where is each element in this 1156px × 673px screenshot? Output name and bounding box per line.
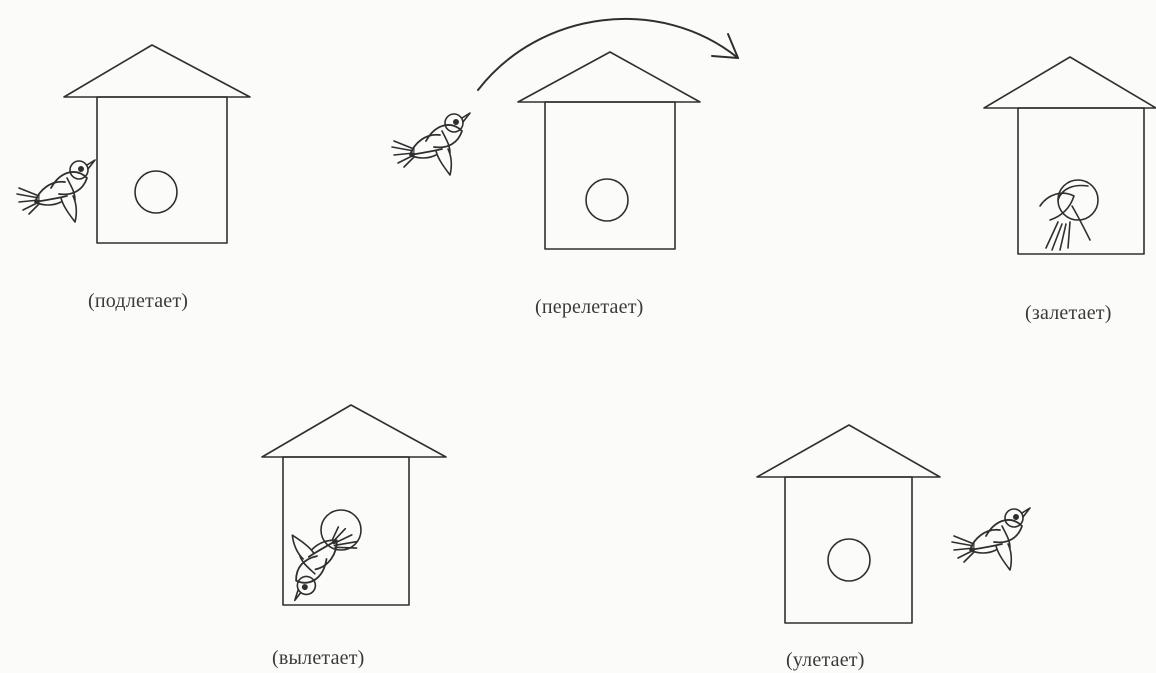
caption-flying-away: (улетает) — [786, 649, 865, 671]
bird-icon — [951, 507, 1031, 571]
bird-icon — [391, 112, 471, 176]
caption-flying-in: (залетает) — [1025, 302, 1112, 324]
caption-approaching: (подлетает) — [88, 290, 189, 312]
curved-arrow-icon — [477, 18, 739, 91]
caption-flying-over: (перелетает) — [535, 296, 644, 318]
caption-flying-out: (вылетает) — [272, 647, 365, 669]
bird-icon — [1039, 179, 1099, 251]
birdhouse-icon — [261, 404, 447, 606]
birdhouse-icon — [517, 51, 701, 250]
birdhouse-icon — [63, 44, 251, 244]
birdhouse-icon — [756, 424, 941, 624]
bird-icon — [16, 159, 96, 223]
birdhouse-icon — [983, 56, 1156, 255]
